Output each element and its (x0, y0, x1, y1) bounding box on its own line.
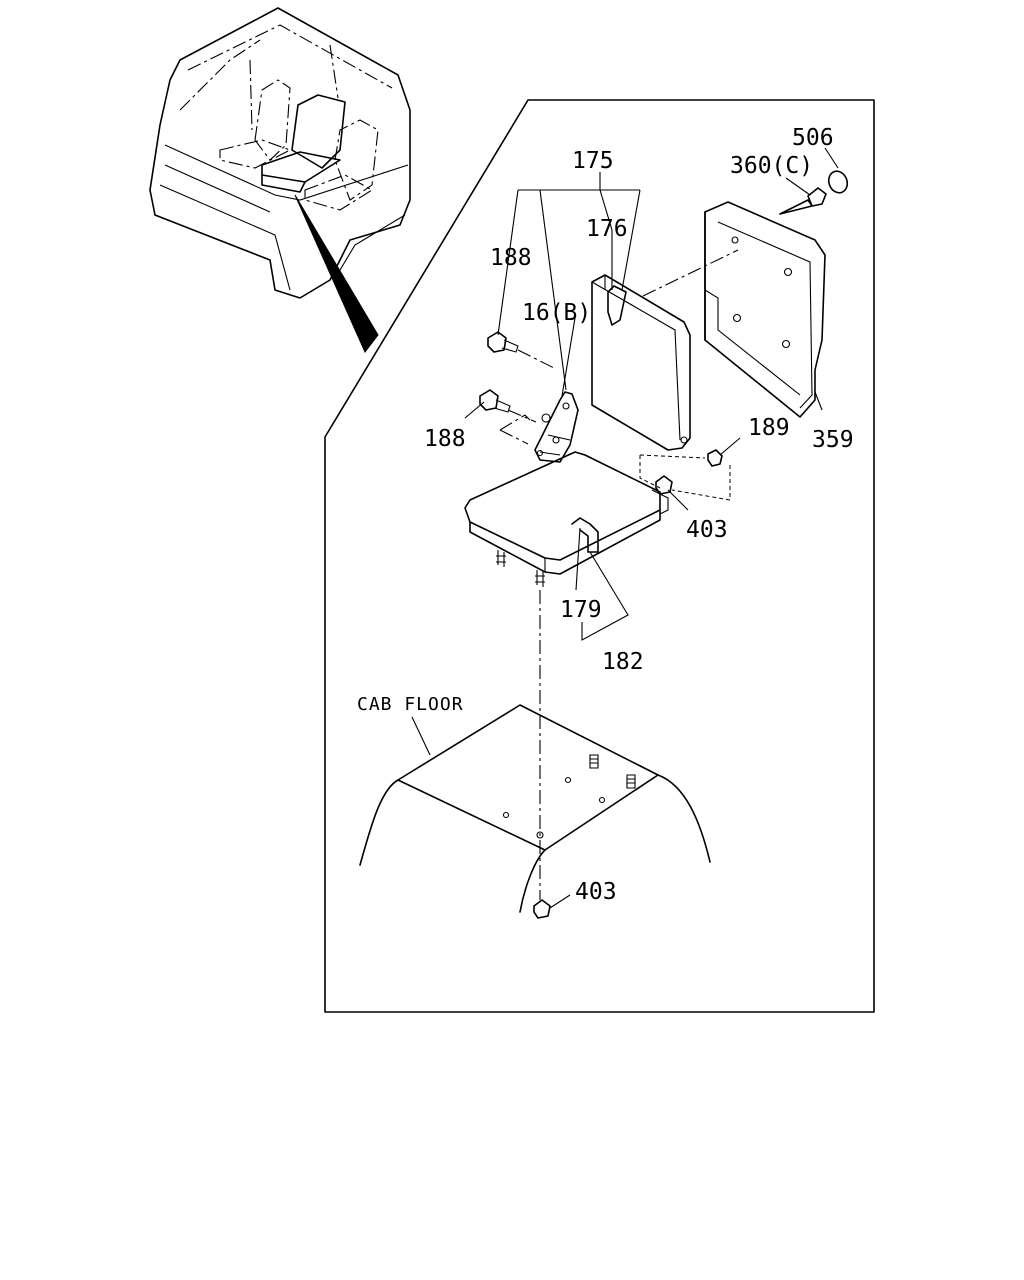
screw-part (779, 187, 827, 215)
label-360c: 360(C) (730, 153, 813, 179)
label-188-upper: 188 (490, 245, 532, 271)
label-179: 179 (560, 597, 602, 623)
nut-lower-part (533, 899, 551, 919)
nut-189-part (707, 449, 723, 467)
detail-frame (324, 99, 875, 1013)
bolt-upper-part (487, 331, 519, 353)
seat-cushion-part (464, 451, 669, 587)
label-403-upper: 403 (686, 517, 728, 543)
seat-back-part (591, 274, 691, 451)
label-506: 506 (792, 125, 834, 151)
assembly-center-lines (499, 249, 739, 900)
label-188-lower: 188 (424, 426, 466, 452)
bolt-lower-part (479, 389, 511, 413)
label-403-lower: 403 (575, 879, 617, 905)
label-cab-floor: CAB FLOOR (357, 694, 464, 715)
cap-part (827, 170, 849, 194)
leader-lines (411, 147, 839, 909)
cab-overview-illustration (149, 7, 411, 353)
part-labels: 175 176 188 16(B) 188 506 360(C) 359 189… (357, 125, 854, 905)
label-176: 176 (586, 216, 628, 242)
label-359: 359 (812, 427, 854, 453)
label-189: 189 (748, 415, 790, 441)
seat-back-cover-part (704, 201, 826, 418)
hinge-bracket-part (534, 391, 579, 463)
label-175: 175 (572, 148, 614, 174)
label-182: 182 (602, 649, 644, 675)
cab-floor-part (359, 704, 711, 913)
label-16b: 16(B) (522, 300, 591, 326)
